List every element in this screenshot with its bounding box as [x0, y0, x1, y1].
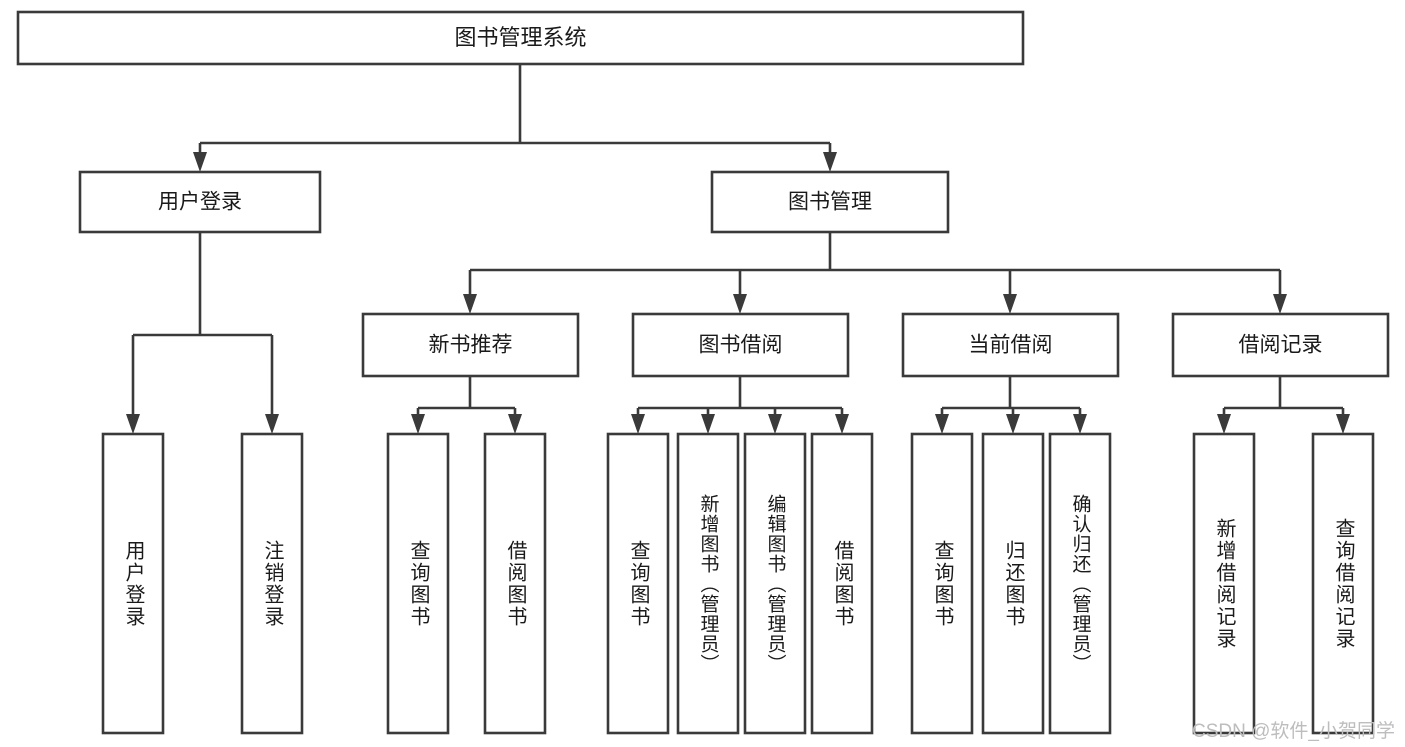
node-label-book-borrow: 图书借阅 [699, 334, 783, 357]
node-label-borrow-record: 借阅记录 [1239, 334, 1323, 357]
arrow-head-icon [1336, 414, 1350, 434]
arrow-head-icon [265, 414, 279, 434]
node-box-leaf-current-query-book[interactable] [910, 432, 974, 735]
arrow-head-icon [835, 414, 849, 434]
node-box-leaf-current-return-book[interactable] [981, 432, 1045, 735]
connector-bus-new-book [411, 376, 522, 434]
arrow-head-icon [733, 294, 747, 314]
node-label-book-manage: 图书管理 [788, 191, 872, 214]
connector-bus-user-login [126, 232, 279, 434]
arrow-head-icon [935, 414, 949, 434]
boxes-layer [16, 10, 1390, 735]
node-label-user-login: 用户登录 [158, 191, 242, 214]
arrow-head-icon [411, 414, 425, 434]
arrow-head-icon [1217, 414, 1231, 434]
node-label-root: 图书管理系统 [454, 25, 586, 50]
node-box-leaf-record-add[interactable] [1192, 432, 1256, 735]
arrow-head-icon [1003, 294, 1017, 314]
node-box-current-borrow[interactable] [901, 312, 1120, 378]
watermark: CSDN @软件_小贺同学 [1192, 721, 1395, 742]
connector-bus-book-borrow [631, 376, 849, 434]
connector-bus-current-borrow [935, 376, 1087, 434]
node-box-new-book-recommend[interactable] [361, 312, 580, 378]
node-box-leaf-record-query[interactable] [1311, 432, 1375, 735]
connector-bus-book-manage [463, 232, 1287, 314]
node-box-leaf-current-confirm-return[interactable] [1048, 432, 1112, 735]
node-box-book-manage[interactable] [710, 170, 950, 234]
arrow-head-icon [463, 294, 477, 314]
arrow-head-icon [126, 414, 140, 434]
connector-bus-root [193, 64, 837, 172]
node-label-new-book-recommend: 新书推荐 [429, 334, 513, 357]
connectors-layer [126, 64, 1350, 434]
node-box-leaf-rec-borrow-book[interactable] [483, 432, 547, 735]
arrow-head-icon [1006, 414, 1020, 434]
arrow-head-icon [823, 152, 837, 172]
arrow-head-icon [701, 414, 715, 434]
node-box-book-borrow[interactable] [631, 312, 850, 378]
arrow-head-icon [508, 414, 522, 434]
node-box-leaf-rec-query-book[interactable] [386, 432, 450, 735]
arrow-head-icon [1273, 294, 1287, 314]
node-label-current-borrow: 当前借阅 [969, 334, 1053, 357]
node-box-leaf-user-login[interactable] [101, 432, 165, 735]
node-box-leaf-borrow-add-book[interactable] [676, 432, 740, 735]
arrow-head-icon [193, 152, 207, 172]
node-box-root[interactable] [16, 10, 1025, 66]
arrow-head-icon [1073, 414, 1087, 434]
arrow-head-icon [631, 414, 645, 434]
arrow-head-icon [768, 414, 782, 434]
node-box-borrow-record[interactable] [1171, 312, 1390, 378]
node-box-leaf-borrow-edit-book[interactable] [743, 432, 807, 735]
connector-bus-borrow-record [1217, 376, 1350, 434]
node-box-leaf-user-logout[interactable] [240, 432, 304, 735]
node-box-leaf-borrow-query-book[interactable] [606, 432, 670, 735]
node-box-user-login[interactable] [78, 170, 322, 234]
node-box-leaf-borrow-borrow-book[interactable] [810, 432, 874, 735]
